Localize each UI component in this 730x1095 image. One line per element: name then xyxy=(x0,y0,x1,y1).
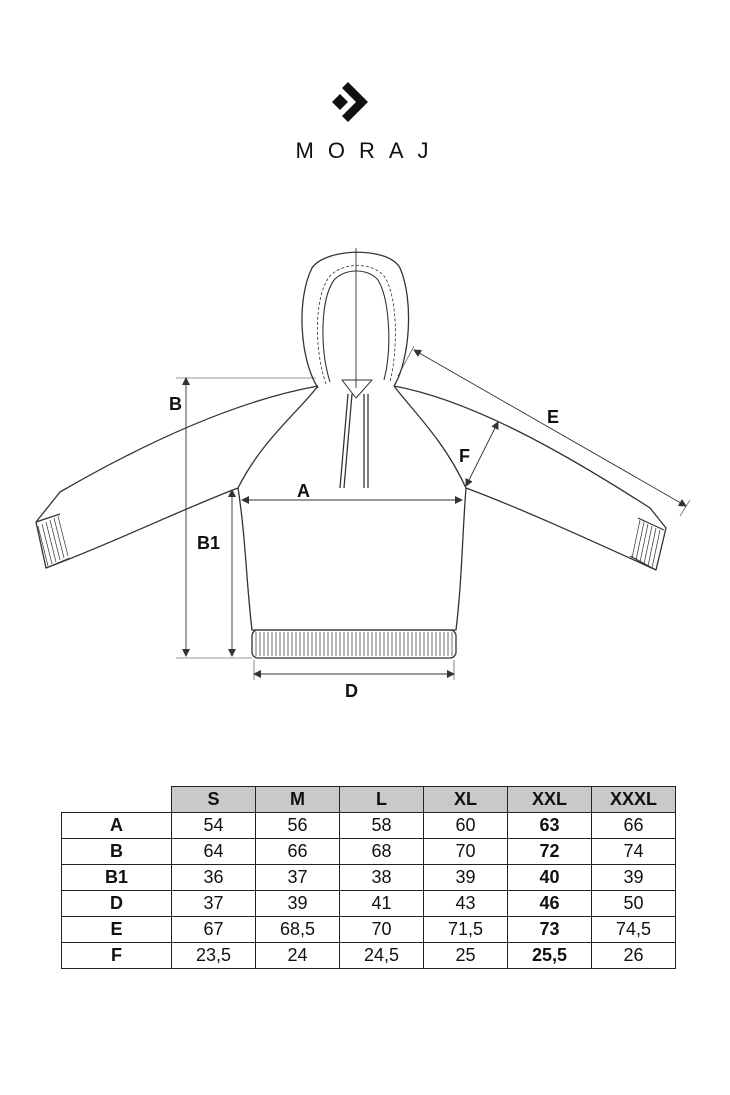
table-cell: 66 xyxy=(591,812,676,839)
table-cell: 71,5 xyxy=(423,916,508,943)
row-label: E xyxy=(61,916,172,943)
table-row: A 54 56 58 60 63 66 xyxy=(61,812,676,839)
row-label: B1 xyxy=(61,864,172,891)
moraj-logo-icon xyxy=(332,82,368,122)
table-cell: 41 xyxy=(339,890,424,917)
brand-name: MORAJ xyxy=(295,138,443,163)
size-header: L xyxy=(339,786,424,813)
table-corner-cell xyxy=(61,786,172,813)
table-cell: 68 xyxy=(339,838,424,865)
table-cell: 64 xyxy=(171,838,256,865)
table-cell-highlight: 46 xyxy=(507,890,592,917)
table-cell: 74 xyxy=(591,838,676,865)
table-cell: 58 xyxy=(339,812,424,839)
size-header: XXXL xyxy=(591,786,676,813)
table-cell: 39 xyxy=(255,890,340,917)
table-cell: 67 xyxy=(171,916,256,943)
table-cell: 24 xyxy=(255,942,340,969)
table-cell: 66 xyxy=(255,838,340,865)
size-header: S xyxy=(171,786,256,813)
table-cell: 43 xyxy=(423,890,508,917)
dimension-label-e: E xyxy=(547,407,560,427)
table-cell: 68,5 xyxy=(255,916,340,943)
table-row: D 37 39 41 43 46 50 xyxy=(61,890,676,917)
body-outline xyxy=(237,487,467,631)
table-cell: 70 xyxy=(423,838,508,865)
row-label: D xyxy=(61,890,172,917)
table-cell-highlight: 40 xyxy=(507,864,592,891)
table-cell: 23,5 xyxy=(171,942,256,969)
size-chart-table: S M L XL XXL XXXL A 54 56 58 60 63 66 B … xyxy=(61,786,676,969)
table-cell: 60 xyxy=(423,812,508,839)
table-cell: 37 xyxy=(255,864,340,891)
hood-outline xyxy=(301,251,410,389)
table-cell: 24,5 xyxy=(339,942,424,969)
table-cell: 70 xyxy=(339,916,424,943)
size-header: XL xyxy=(423,786,508,813)
hoodie-diagram xyxy=(35,248,691,680)
table-cell: 54 xyxy=(171,812,256,839)
table-row: B 64 66 68 70 72 74 xyxy=(61,838,676,865)
table-cell: 39 xyxy=(423,864,508,891)
dimension-label-b1: B1 xyxy=(197,533,221,553)
table-cell: 38 xyxy=(339,864,424,891)
dimension-label-b: B xyxy=(169,394,182,414)
table-cell: 37 xyxy=(171,890,256,917)
row-label: B xyxy=(61,838,172,865)
size-header: XXL xyxy=(507,786,592,813)
left-sleeve-outline xyxy=(35,385,319,569)
table-header-row: S M L XL XXL XXXL xyxy=(61,786,676,813)
table-cell-highlight: 63 xyxy=(507,812,592,839)
table-cell: 74,5 xyxy=(591,916,676,943)
dimension-label-d: D xyxy=(345,681,358,701)
table-cell: 39 xyxy=(591,864,676,891)
dimension-label-a: A xyxy=(297,481,310,501)
table-row: F 23,5 24 24,5 25 25,5 26 xyxy=(61,942,676,969)
table-cell-highlight: 72 xyxy=(507,838,592,865)
row-label: A xyxy=(61,812,172,839)
dimension-label-f: F xyxy=(459,446,470,466)
table-cell-highlight: 25,5 xyxy=(507,942,592,969)
table-cell: 36 xyxy=(171,864,256,891)
row-label: F xyxy=(61,942,172,969)
table-cell: 25 xyxy=(423,942,508,969)
table-cell: 26 xyxy=(591,942,676,969)
table-cell: 50 xyxy=(591,890,676,917)
size-header: M xyxy=(255,786,340,813)
right-sleeve-outline xyxy=(393,385,667,571)
table-row: B1 36 37 38 39 40 39 xyxy=(61,864,676,891)
table-cell-highlight: 73 xyxy=(507,916,592,943)
table-cell: 56 xyxy=(255,812,340,839)
table-row: E 67 68,5 70 71,5 73 74,5 xyxy=(61,916,676,943)
